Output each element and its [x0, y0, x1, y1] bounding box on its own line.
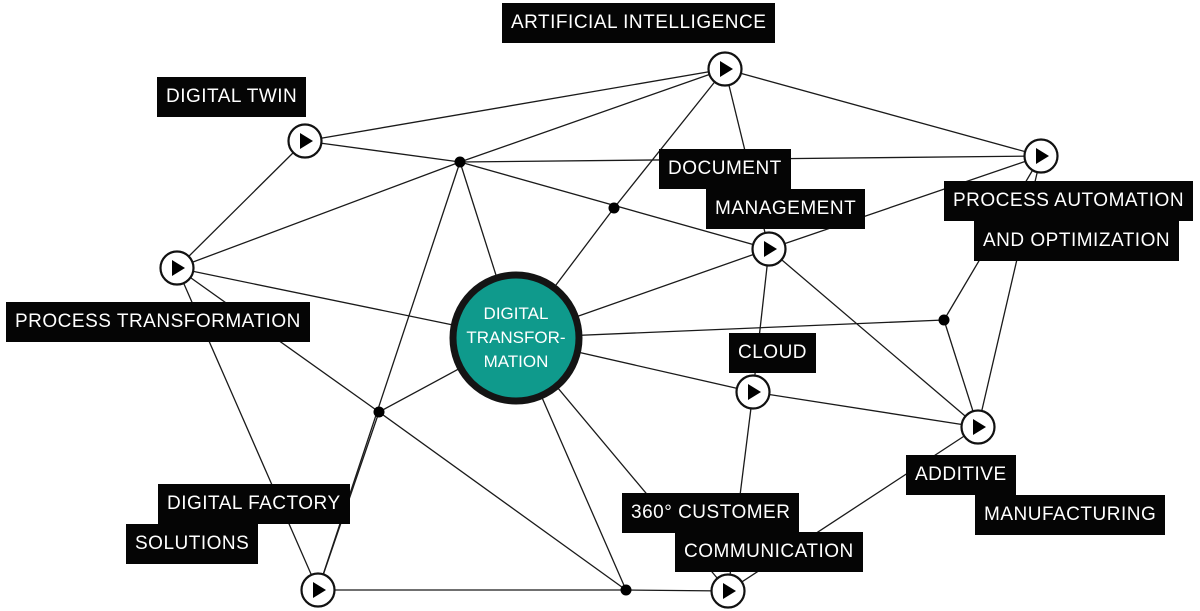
edge-dm-am: [768, 248, 979, 428]
center-label-line-3: MATION: [483, 352, 549, 371]
center-node[interactable]: [449, 271, 583, 405]
edge-ai-j2: [613, 68, 726, 209]
node-digital-factory-solutions[interactable]: [300, 572, 336, 608]
label-process-transformation: PROCESS TRANSFORMATION: [6, 302, 310, 342]
edge-ai-j1: [459, 68, 726, 163]
junction-dot: [373, 406, 385, 418]
label-additive-line2: MANUFACTURING: [975, 495, 1166, 535]
center-label-line-1: DIGITAL: [483, 304, 549, 323]
label-digital-factory-line1: DIGITAL FACTORY: [158, 484, 350, 524]
node-cloud[interactable]: [735, 374, 771, 410]
junction-dot: [620, 584, 632, 596]
label-process-automation-line2: AND OPTIMIZATION: [974, 221, 1180, 261]
play-icon: [764, 241, 777, 257]
edge-dt-pt: [176, 140, 306, 269]
edge-j1-pt: [176, 161, 461, 269]
node-document-management[interactable]: [751, 231, 787, 267]
play-nodes: [159, 51, 1059, 609]
edge-j3-am: [943, 319, 979, 428]
node-additive-manufacturing[interactable]: [960, 409, 996, 445]
edge-ai-pa: [724, 68, 1042, 157]
node-artificial-intelligence[interactable]: [707, 51, 743, 87]
edge-dm-pa: [768, 155, 1042, 250]
node-process-automation[interactable]: [1023, 138, 1059, 174]
edge-j1-dfs: [317, 161, 461, 591]
play-icon: [1036, 148, 1049, 164]
center-label: DIGITAL TRANSFOR- MATION: [448, 279, 584, 397]
node-digital-twin[interactable]: [287, 123, 323, 159]
label-digital-twin: DIGITAL TWIN: [157, 77, 307, 117]
node-process-transformation[interactable]: [159, 250, 195, 286]
junction-dot: [938, 314, 950, 326]
play-icon: [172, 260, 185, 276]
label-digital-factory-line2: SOLUTIONS: [126, 524, 259, 564]
play-icon: [748, 384, 761, 400]
label-customer-line1: 360° CUSTOMER: [622, 493, 800, 533]
junction-dots: [373, 156, 950, 596]
label-document-line2: MANAGEMENT: [706, 189, 866, 229]
edge-cl-am: [752, 391, 979, 428]
label-artificial-intelligence: ARTIFICIAL INTELLIGENCE: [502, 3, 776, 43]
play-icon: [973, 419, 986, 435]
play-icon: [723, 583, 736, 599]
edge-j4-j5: [378, 411, 627, 591]
play-icon: [720, 61, 733, 77]
edge-dt-j1: [304, 140, 461, 163]
edge-dt-ai: [304, 68, 726, 142]
label-document-line1: DOCUMENT: [659, 149, 791, 189]
play-icon: [313, 582, 326, 598]
junction-dot: [608, 202, 620, 214]
label-customer-line2: COMMUNICATION: [675, 532, 863, 572]
label-process-automation-line1: PROCESS AUTOMATION: [944, 181, 1194, 221]
play-icon: [300, 133, 313, 149]
node-customer-communication[interactable]: [710, 573, 746, 609]
label-cloud: CLOUD: [729, 333, 817, 373]
junction-dot: [454, 156, 466, 168]
center-label-line-2: TRANSFOR-: [466, 328, 566, 347]
label-additive-line1: ADDITIVE: [906, 455, 1016, 495]
edge-c-j3: [515, 319, 945, 339]
